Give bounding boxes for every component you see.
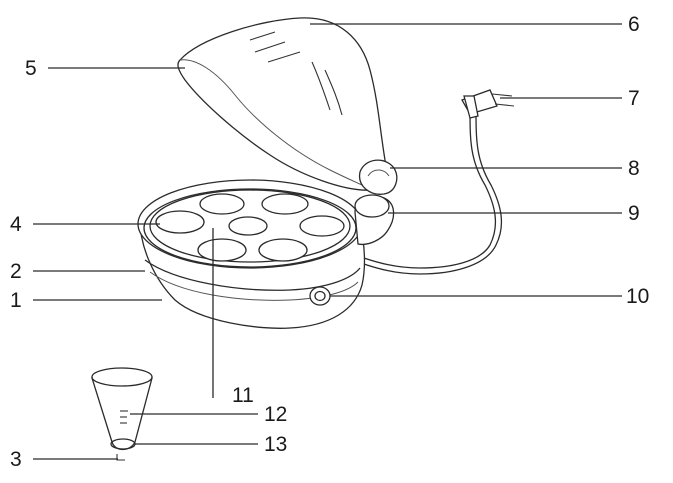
base-unit: [137, 179, 366, 329]
callout-3: 3: [10, 448, 22, 471]
measuring-cup: [91, 367, 153, 451]
lid: [177, 17, 387, 191]
callout-13: 13: [264, 433, 287, 456]
callout-8: 8: [628, 157, 640, 180]
egg-hole: [197, 238, 247, 262]
plug-icon: [461, 89, 515, 119]
egg-hole: [228, 216, 268, 236]
callout-5: 5: [25, 57, 37, 80]
callout-labels: 1 2 3 4 5 6 7 8 9 10 11 12 13: [10, 13, 649, 471]
egg-hole: [258, 238, 308, 262]
leader-lines: [33, 23, 622, 460]
callout-12: 12: [264, 403, 287, 426]
callout-7: 7: [628, 87, 640, 110]
callout-6: 6: [628, 13, 640, 36]
lid-handle-knob: [358, 159, 398, 195]
egg-hole: [155, 210, 205, 234]
power-switch: [309, 286, 331, 306]
egg-tray: [149, 189, 351, 263]
callout-9: 9: [628, 202, 640, 225]
egg-hole: [261, 193, 309, 215]
callout-2: 2: [10, 260, 22, 283]
callout-1: 1: [10, 289, 22, 312]
egg-hole: [199, 193, 245, 215]
egg-hole: [299, 215, 345, 237]
power-cord: [357, 107, 503, 275]
callout-10: 10: [626, 285, 649, 308]
callout-4: 4: [10, 213, 22, 236]
callout-11: 11: [232, 384, 254, 407]
cup-pin: [116, 454, 125, 461]
cord-socket: [354, 194, 395, 246]
